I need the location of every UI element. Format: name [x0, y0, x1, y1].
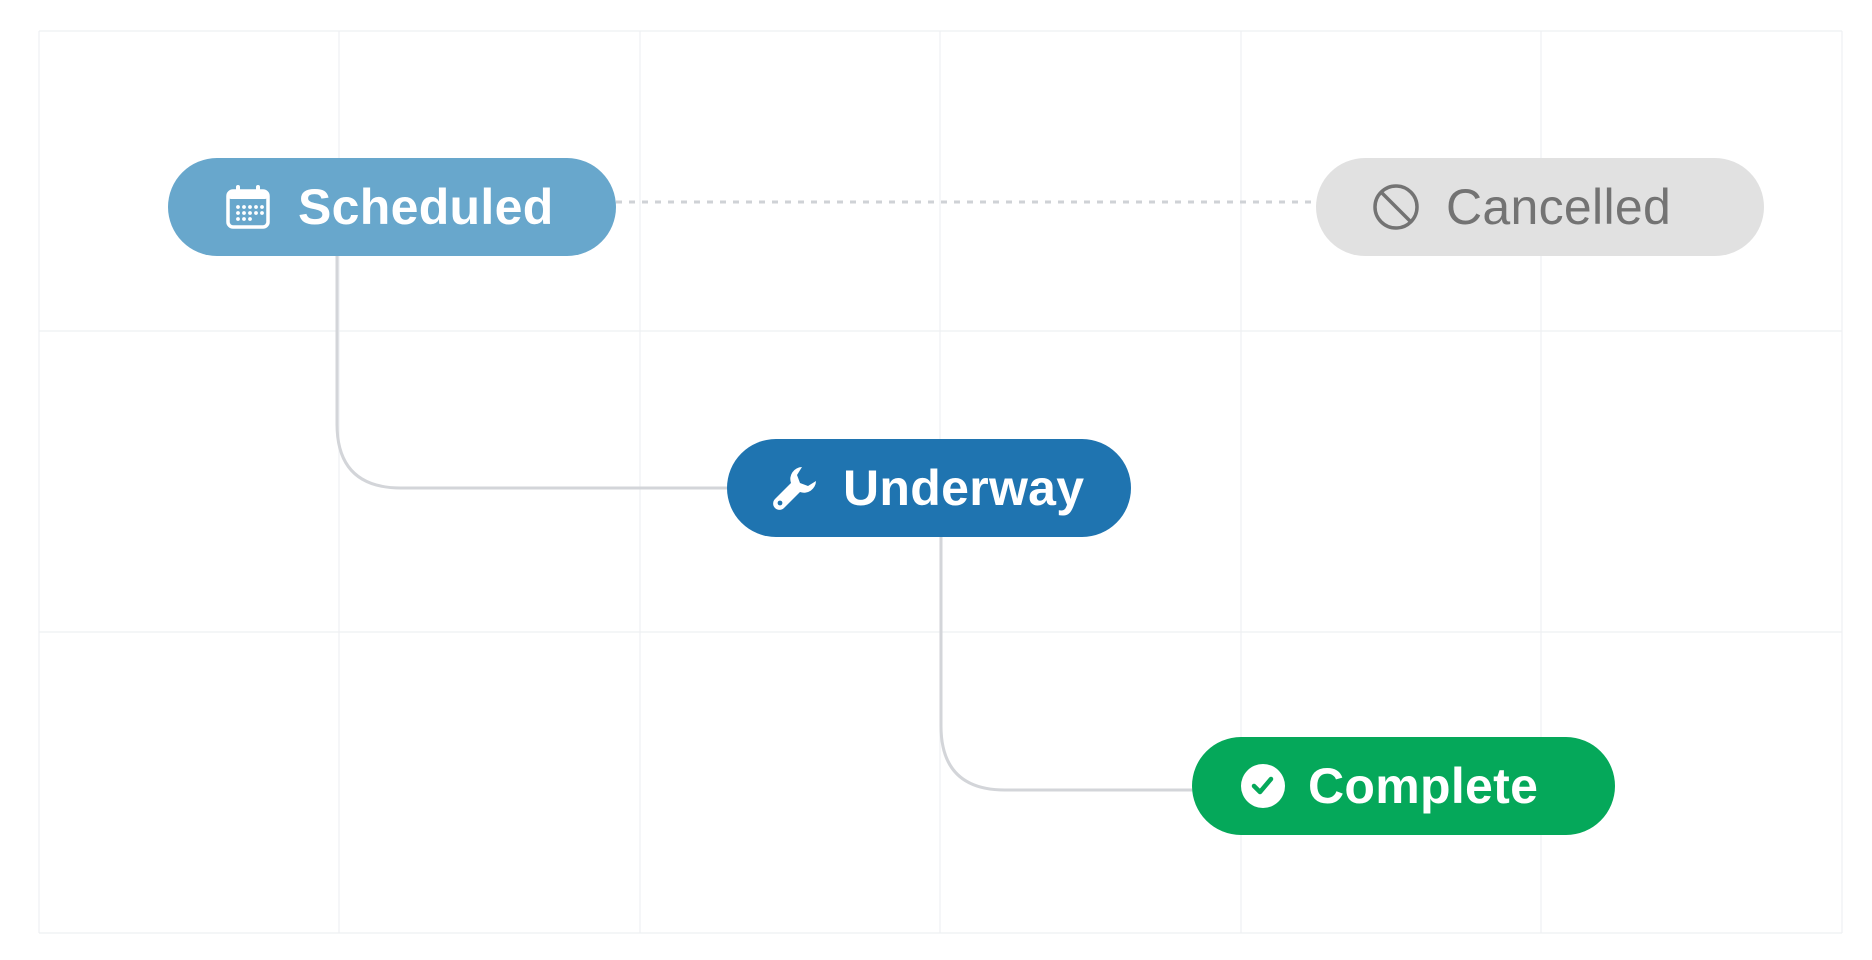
node-label: Underway	[843, 460, 1085, 516]
prohibited-icon	[1372, 183, 1420, 231]
edge-scheduled-to-underway	[335, 256, 727, 490]
wrench-icon	[771, 464, 819, 512]
edge-underway-to-complete	[939, 537, 1192, 792]
status-node-cancelled[interactable]: Cancelled	[1316, 158, 1764, 256]
node-label: Complete	[1308, 758, 1539, 814]
status-node-complete[interactable]: Complete	[1192, 737, 1615, 835]
calendar-icon	[224, 183, 272, 231]
status-node-scheduled[interactable]: Scheduled	[168, 158, 616, 256]
check-circle-icon	[1240, 763, 1286, 809]
node-label: Cancelled	[1446, 179, 1672, 235]
status-node-underway[interactable]: Underway	[727, 439, 1131, 537]
node-label: Scheduled	[298, 179, 554, 235]
